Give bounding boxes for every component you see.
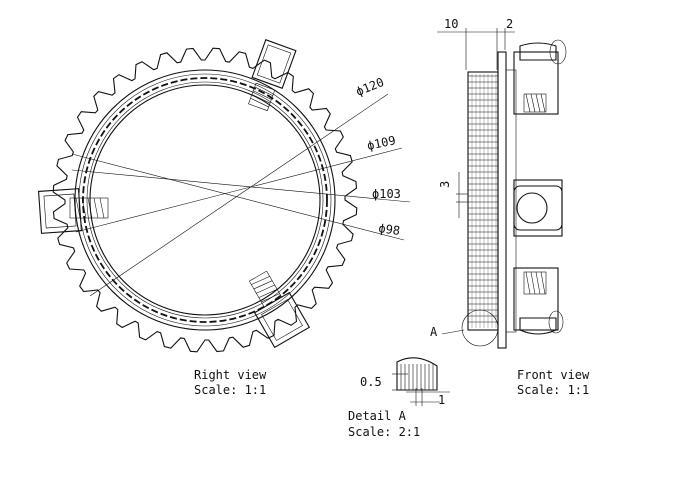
front-view-title: Front view [517,368,590,382]
dim-diameter-103: ϕ103 [372,187,401,201]
right-view: ϕ120 ϕ109 ϕ103 ϕ98 Right view Scale: 1:1 [39,40,410,397]
front-view: 10 2 [430,17,590,397]
front-clamp-middle [514,180,562,236]
dim-width-2: 2 [506,17,513,31]
front-view-scale: Scale: 1:1 [517,383,589,397]
detail-a-title: Detail A [348,409,407,423]
dim-diameter-98: ϕ98 [378,221,401,238]
detail-a-marker: A [430,325,438,339]
front-clamp-top [514,40,566,114]
ring-bore [90,85,320,315]
detail-a-scale: Scale: 2:1 [348,425,420,439]
ring-slotted-track [83,78,327,322]
dim-tooth-height: 0.5 [360,375,382,389]
detail-a: 0.5 1 Detail A Scale: 2:1 [348,358,450,439]
ring-outer [79,74,331,326]
front-clamp-bottom [514,268,563,334]
right-view-title: Right view [194,368,267,382]
front-side-dimension [456,172,468,218]
front-gear-teeth [468,74,498,328]
dim-tooth-width: 1 [438,393,445,407]
front-flange [498,52,506,348]
gear-outer-teeth [53,48,357,352]
gear-rim-inner [75,70,335,330]
diameter-leaders [72,94,410,296]
dim-width-10: 10 [444,17,458,31]
dim-pitch-3: 3 [438,181,452,188]
front-top-dimensions [437,28,515,70]
ring-inner-edge [87,82,323,318]
dim-diameter-120: ϕ120 [354,75,386,99]
front-gear-body [468,72,498,330]
detail-a-hatching [401,364,433,390]
dim-diameter-109: ϕ109 [366,133,397,153]
right-view-scale: Scale: 1:1 [194,383,266,397]
